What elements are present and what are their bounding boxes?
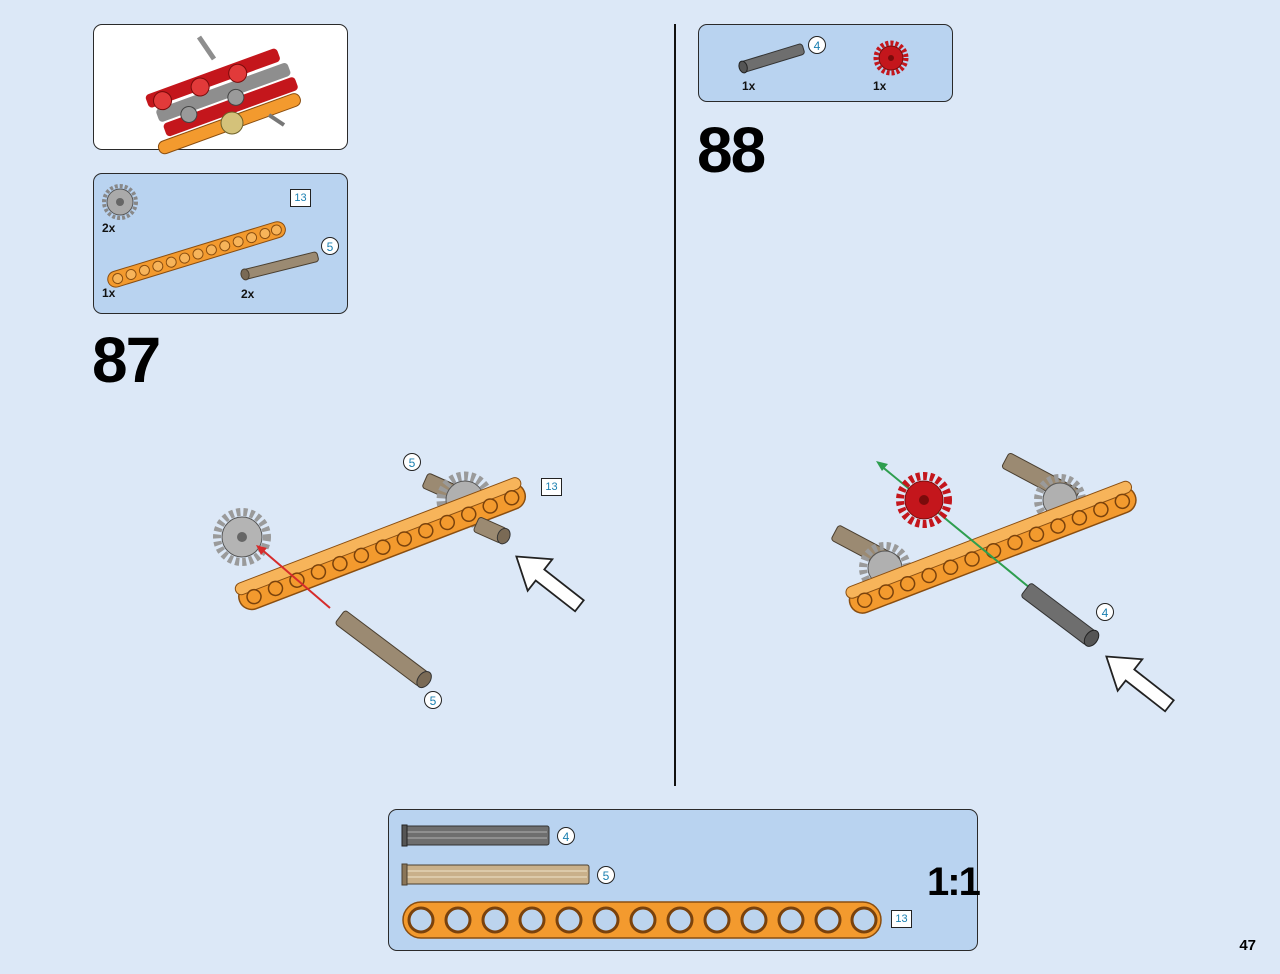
submodel-preview-illustration — [145, 35, 301, 155]
beam-callout: 13 — [541, 478, 562, 496]
liftarm-13-reference-callout: 13 — [891, 910, 912, 928]
axle-4-reference-callout: 4 — [557, 827, 575, 845]
page-number: 47 — [1239, 937, 1256, 954]
axle-top-callout: 5 — [403, 453, 421, 471]
column-divider — [674, 24, 676, 786]
step-87-illustration — [213, 471, 585, 689]
step-number-88: 88 — [697, 114, 766, 186]
liftarm-part-icon — [107, 221, 286, 288]
step-88-illustration — [831, 452, 1175, 713]
scale-label: 1:1 — [927, 860, 981, 904]
liftarm-qty: 1x — [102, 286, 116, 300]
axle-4-qty: 1x — [742, 79, 756, 93]
submodel-preview-panel — [93, 24, 348, 155]
axle-qty: 2x — [241, 287, 255, 301]
axle-5-reference — [401, 863, 590, 886]
liftarm-13-reference — [402, 901, 882, 939]
axle-length-callout: 5 — [321, 237, 339, 255]
axle-bottom-callout: 5 — [424, 691, 442, 709]
axle-4-step-callout: 4 — [1096, 603, 1114, 621]
axle-5-reference-callout: 5 — [597, 866, 615, 884]
axle-4-part-icon — [738, 43, 805, 74]
axle-4-reference — [401, 824, 550, 847]
step-number-87: 87 — [92, 324, 161, 396]
gear-part-icon — [102, 184, 138, 220]
axle-part-icon — [240, 251, 319, 281]
red-gear-qty: 1x — [873, 79, 887, 93]
axle-4-callout: 4 — [808, 36, 826, 54]
parts-list-panel-87: 2x 13 1x 5 2x — [93, 173, 348, 314]
liftarm-length-callout: 13 — [290, 189, 311, 207]
red-gear-part-icon — [873, 40, 909, 76]
gear-qty: 2x — [102, 221, 116, 235]
scale-reference-panel: 4 5 13 1:1 — [388, 809, 981, 951]
parts-list-panel-88: 4 1x 1x — [698, 24, 953, 102]
